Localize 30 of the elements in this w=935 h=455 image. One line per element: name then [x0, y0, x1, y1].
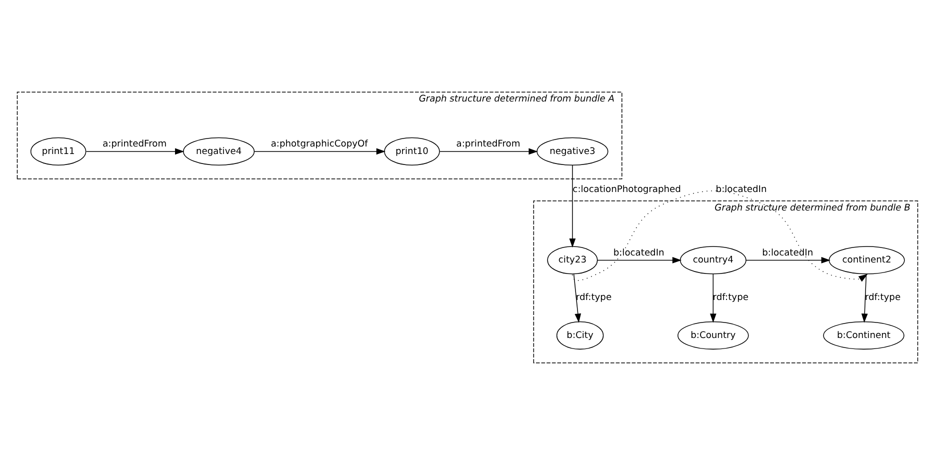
- edge-label: a:printedFrom: [456, 140, 520, 150]
- node-ellipse: b:Country: [678, 321, 749, 350]
- arrow: [746, 257, 830, 264]
- edge-label: b:locatedIn: [716, 185, 767, 196]
- arrow: [572, 190, 868, 282]
- arrow: [254, 148, 386, 155]
- arrow: [861, 274, 868, 323]
- arrow: [573, 274, 582, 323]
- node-ellipse: b:Continent: [823, 321, 904, 350]
- edge-label: a:photgraphicCopyOf: [270, 140, 368, 150]
- node-ellipse: continent2: [828, 246, 905, 274]
- node-ellipse: country4: [680, 246, 746, 274]
- edge-label: rdf:type: [864, 293, 901, 304]
- node-ellipse: print10: [384, 137, 440, 166]
- node-ellipse: city23: [547, 246, 598, 274]
- arrow: [440, 148, 538, 155]
- arrow: [710, 274, 716, 323]
- edge-label: a:printedFrom: [102, 140, 167, 150]
- arrow: [569, 164, 576, 248]
- node-ellipse: negative3: [536, 137, 608, 166]
- node-ellipse: negative4: [183, 137, 255, 166]
- node-ellipse: print11: [30, 137, 86, 166]
- node-ellipse: b:City: [556, 321, 604, 350]
- edge-label: b:locatedIn: [613, 248, 664, 258]
- edge-label: rdf:type: [712, 293, 748, 304]
- edge-label: rdf:type: [576, 293, 612, 304]
- arrow: [86, 148, 184, 155]
- edge-label: b:locatedIn: [762, 248, 814, 258]
- edge-label: c:locationPhotographed: [572, 185, 681, 196]
- arrow: [596, 257, 682, 264]
